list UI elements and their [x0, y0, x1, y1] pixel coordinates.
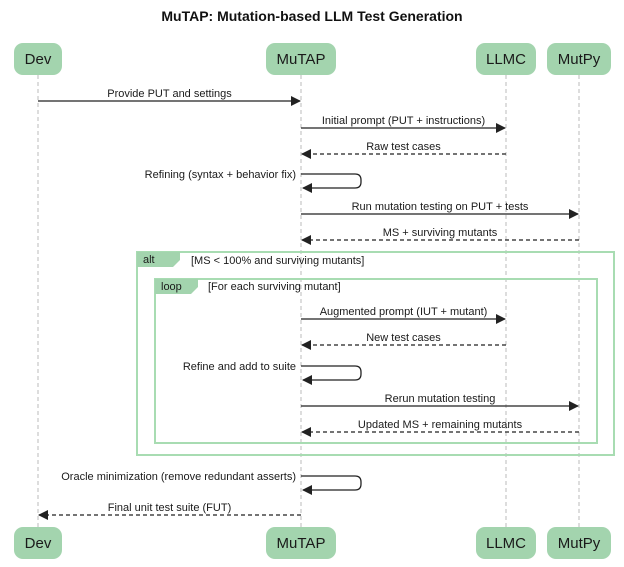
message-2: Initial prompt (PUT + instructions) — [301, 115, 506, 133]
message-label: Run mutation testing on PUT + tests — [352, 201, 529, 213]
message-label: Initial prompt (PUT + instructions) — [322, 115, 485, 127]
message-label: Final unit test suite (FUT) — [108, 502, 231, 514]
lifelines — [37, 75, 580, 527]
actor-label: LLMC — [486, 51, 526, 68]
actor-label: MutPy — [558, 51, 601, 68]
actor-dev-top: Dev — [14, 43, 62, 75]
loop-frame-border — [154, 278, 598, 444]
message-1: Provide PUT and settings — [38, 88, 301, 106]
message-label: MS + surviving mutants — [383, 227, 498, 239]
actor-mutpy-bottom: MutPy — [547, 527, 611, 559]
alt-frame-condition: [MS < 100% and surviving mutants] — [191, 255, 364, 267]
loop-frame-condition: [For each surviving mutant] — [208, 281, 341, 293]
message-8: New test cases — [301, 332, 506, 350]
actor-box — [547, 527, 611, 559]
alt-frame-tab — [137, 252, 180, 267]
message-label: Refine and add to suite — [183, 361, 296, 373]
actor-box — [547, 43, 611, 75]
diagram-title: MuTAP: Mutation-based LLM Test Generatio… — [161, 8, 462, 24]
loop-frame-tab — [155, 279, 198, 294]
message-4: Refining (syntax + behavior fix) — [145, 169, 362, 193]
message-10: Rerun mutation testing — [301, 393, 579, 411]
message-9: Refine and add to suite — [183, 361, 362, 385]
message-label: Oracle minimization (remove redundant as… — [61, 471, 296, 483]
actor-llmc-top: LLMC — [476, 43, 536, 75]
message-label: Refining (syntax + behavior fix) — [145, 169, 296, 181]
actor-dev-bottom: Dev — [14, 527, 62, 559]
actor-label: LLMC — [486, 535, 526, 552]
actor-label: Dev — [25, 535, 52, 552]
actor-box — [14, 43, 62, 75]
alt-frame-kind: alt — [143, 254, 155, 266]
actor-box — [476, 43, 536, 75]
self-message-arrow — [301, 475, 362, 495]
message-label: Updated MS + remaining mutants — [358, 419, 523, 431]
self-message-arrow — [301, 173, 362, 193]
alt-frame: alt [MS < 100% and surviving mutants] — [136, 251, 615, 456]
actor-label: MuTAP — [277, 535, 326, 552]
message-label: Provide PUT and settings — [107, 88, 232, 100]
actor-mutpy-top: MutPy — [547, 43, 611, 75]
actor-box — [476, 527, 536, 559]
self-message-arrow — [301, 365, 362, 385]
actor-label: MutPy — [558, 535, 601, 552]
alt-frame-border — [136, 251, 615, 456]
actor-box — [14, 527, 62, 559]
message-12: Oracle minimization (remove redundant as… — [61, 471, 362, 495]
message-5: Run mutation testing on PUT + tests — [301, 201, 579, 219]
actor-mutap-top: MuTAP — [266, 43, 336, 75]
message-11: Updated MS + remaining mutants — [301, 419, 579, 437]
message-label: Raw test cases — [366, 141, 441, 153]
actor-mutap-bottom: MuTAP — [266, 527, 336, 559]
loop-frame-kind: loop — [161, 281, 182, 293]
actor-box — [266, 43, 336, 75]
actor-box — [266, 527, 336, 559]
actor-llmc-bottom: LLMC — [476, 527, 536, 559]
message-label: New test cases — [366, 332, 441, 344]
actor-label: MuTAP — [277, 51, 326, 68]
message-3: Raw test cases — [301, 141, 506, 159]
message-label: Augmented prompt (IUT + mutant) — [320, 306, 488, 318]
message-13: Final unit test suite (FUT) — [38, 502, 301, 520]
message-6: MS + surviving mutants — [301, 227, 579, 245]
message-label: Rerun mutation testing — [385, 393, 496, 405]
loop-frame: loop [For each surviving mutant] — [154, 278, 598, 444]
message-7: Augmented prompt (IUT + mutant) — [301, 306, 506, 324]
actor-label: Dev — [25, 51, 52, 68]
